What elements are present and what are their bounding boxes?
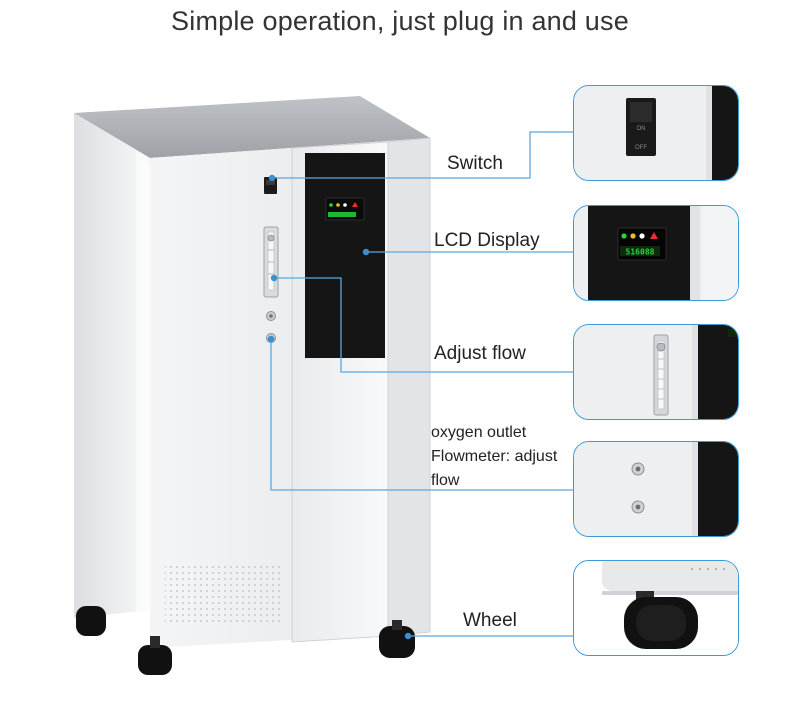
- outlet-detail-panel: [573, 441, 739, 537]
- wheel-detail-panel: [573, 560, 739, 656]
- lcd-display-label: LCD Display: [434, 230, 540, 251]
- oxygen-outlet-label: oxygen outlet Flowmeter: adjust flow: [431, 421, 557, 493]
- lcd-detail-panel: 516088: [573, 205, 739, 301]
- caster-wheel-icon: [624, 591, 698, 649]
- side-panel: [74, 113, 150, 618]
- switch-label: Switch: [447, 153, 503, 174]
- lcd-readout: 516088: [626, 248, 655, 257]
- switch-on-text: ON: [637, 126, 646, 132]
- vent-grille: [165, 562, 283, 624]
- page-title: Simple operation, just plug in and use: [171, 6, 629, 36]
- outlet-line-2: Flowmeter: adjust: [431, 448, 558, 465]
- outlet-line-1: oxygen outlet: [431, 424, 527, 441]
- wheel-label: Wheel: [463, 610, 517, 631]
- switch-off-text: OFF: [635, 145, 647, 151]
- outlet-line-3: flow: [431, 472, 460, 489]
- adjust-flow-label: Adjust flow: [434, 343, 526, 364]
- top-lid: [74, 96, 430, 158]
- outlet-nozzle-icon: [631, 462, 645, 514]
- flowmeter-detail-panel: [573, 324, 739, 420]
- switch-detail-panel: ON OFF: [573, 85, 739, 181]
- display-panel: [305, 153, 385, 358]
